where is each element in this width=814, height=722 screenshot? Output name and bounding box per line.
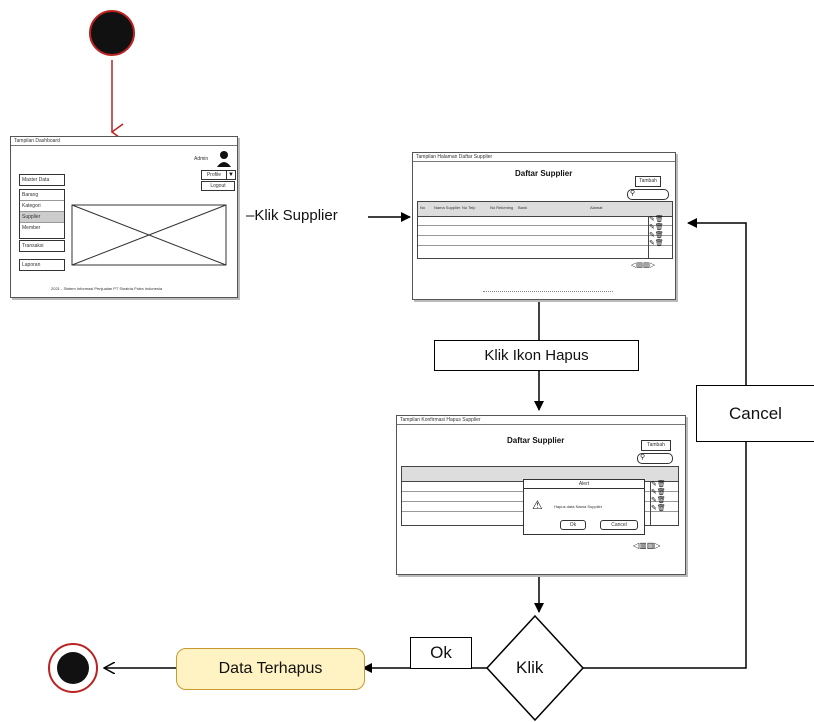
label-cancel: Cancel <box>696 385 814 442</box>
table-row <box>418 237 672 246</box>
decision-label: Klik <box>516 658 544 677</box>
dashboard-footer: 2021 - Sistem Informasi Penjualan PT Sin… <box>51 286 163 291</box>
content-placeholder-image <box>71 204 227 266</box>
profile-button[interactable]: Profile <box>201 170 227 180</box>
search-icon: ⚲ <box>640 454 646 461</box>
menu-item-kategori[interactable]: Kategori <box>20 201 64 212</box>
delete-window-title: Tampilan Konfirmasi Hapus Supplier <box>397 416 685 425</box>
label-ok: Ok <box>410 637 472 669</box>
table-row <box>418 217 672 226</box>
label-klik-supplier-dash: – <box>246 207 255 224</box>
col-telp: No Telp <box>462 205 476 210</box>
col-nama: Nama Supplier <box>434 205 461 210</box>
menu-item-member[interactable]: Member <box>22 225 41 231</box>
delete-pagination[interactable]: ◁▥▥▷ <box>633 541 661 550</box>
table-row <box>418 247 672 255</box>
alert-message: Hapus data Nama Supplier <box>554 504 603 509</box>
end-node-inner <box>57 652 89 684</box>
action-data-terhapus: Data Terhapus <box>176 648 365 690</box>
dashboard-mockup: Tampilan Dashboard Admin Profile ▼ Logou… <box>10 136 238 298</box>
col-no: No <box>420 205 426 210</box>
delete-page-title: Daftar Supplier <box>507 436 565 445</box>
edit-delete-icons[interactable]: ✎🗑 <box>649 216 664 223</box>
alert-ok-button[interactable]: Ok <box>560 520 586 530</box>
edit-delete-icons[interactable]: ✎🗑 <box>651 481 666 488</box>
supplier-table-header <box>418 202 672 217</box>
menu-laporan[interactable]: Laporan <box>19 259 65 271</box>
supplier-pagination[interactable]: ◁▥▥▷ <box>631 262 655 269</box>
start-node <box>89 10 135 56</box>
delete-confirm-mockup: Tampilan Konfirmasi Hapus Supplier Dafta… <box>396 415 686 575</box>
edit-delete-icons[interactable]: ✎🗑 <box>649 224 664 231</box>
label-klik-supplier: –Klik Supplier <box>246 207 338 224</box>
delete-action-column: ✎🗑 ✎🗑 ✎🗑 ✎🗑 <box>650 481 679 525</box>
alert-cancel-button[interactable]: Cancel <box>600 520 638 530</box>
menu-submenu: Barang Kategori Supplier Member <box>19 189 65 239</box>
delete-alert-dialog: Alert ⚠ Hapus data Nama Supplier Ok Canc… <box>523 479 645 535</box>
edit-delete-icons[interactable]: ✎🗑 <box>651 489 666 496</box>
dashboard-window-title: Tampilan Dashboard <box>11 137 237 146</box>
delete-add-button[interactable]: Tambah <box>641 440 671 451</box>
supplier-table: No Nama Supplier No Telp No Rekening Ban… <box>417 201 673 259</box>
action-column: ✎🗑 ✎🗑 ✎🗑 ✎🗑 <box>648 216 673 258</box>
col-bank: Bank <box>518 205 528 210</box>
edit-delete-icons[interactable]: ✎🗑 <box>651 505 666 512</box>
col-alamat: Alamat <box>590 205 603 210</box>
profile-dropdown-icon[interactable]: ▼ <box>226 170 236 180</box>
supplier-footer-line <box>483 291 613 292</box>
table-row <box>418 227 672 236</box>
user-icon <box>217 151 231 167</box>
label-klik-supplier-text: Klik Supplier <box>254 207 338 224</box>
edit-delete-icons[interactable]: ✎🗑 <box>649 232 664 239</box>
edit-delete-icons[interactable]: ✎🗑 <box>651 497 666 504</box>
col-rekening: No Rekening <box>490 205 514 210</box>
action-klik-ikon-hapus: Klik Ikon Hapus <box>434 340 639 371</box>
decision-diamond <box>485 614 585 722</box>
supplier-list-mockup: Tampilan Halaman Daftar Supplier Daftar … <box>412 152 676 300</box>
menu-item-supplier[interactable]: Supplier <box>20 212 64 223</box>
search-icon: ⚲ <box>630 190 636 197</box>
menu-master-data[interactable]: Master Data <box>19 174 65 186</box>
delete-search-input[interactable]: ⚲ <box>637 453 673 464</box>
warning-icon: ⚠ <box>532 498 543 512</box>
logout-button[interactable]: Logout <box>201 181 235 191</box>
edit-delete-icons[interactable]: ✎🗑 <box>649 240 664 247</box>
supplier-search-input[interactable]: ⚲ <box>627 189 669 200</box>
supplier-page-title: Daftar Supplier <box>515 169 573 178</box>
supplier-add-button[interactable]: Tambah <box>635 176 661 187</box>
dashboard-user-label: Admin <box>194 156 209 162</box>
menu-item-barang[interactable]: Barang <box>20 190 64 201</box>
edge-decision-cancel-loop <box>582 218 747 669</box>
supplier-window-title: Tampilan Halaman Daftar Supplier <box>413 153 675 162</box>
menu-transaksi[interactable]: Transaksi <box>19 240 65 252</box>
alert-title: Alert <box>524 480 644 489</box>
